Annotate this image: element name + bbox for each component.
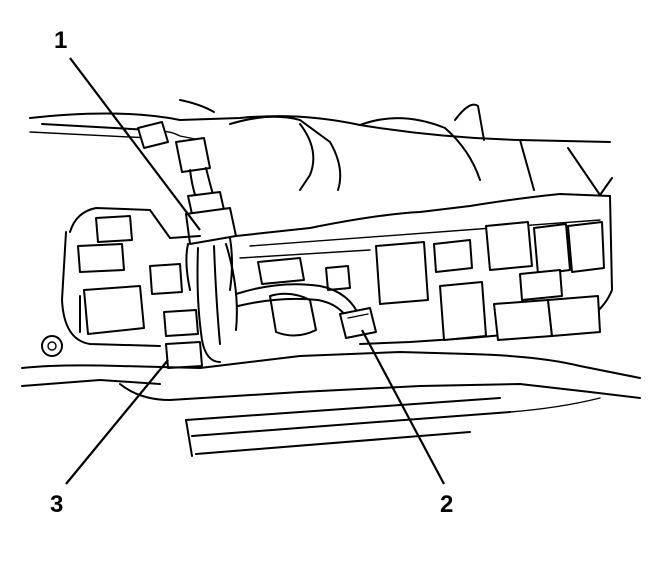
mounting-bolt: [41, 335, 63, 357]
central-connector: [235, 257, 361, 337]
right-relays: [375, 221, 605, 341]
callout-2-leader: [361, 329, 445, 485]
callout-leaders: [65, 57, 445, 485]
callout-1-leader: [69, 57, 201, 231]
wire-harness: [185, 167, 238, 363]
callout-3-label: 3: [50, 491, 63, 518]
upper-connector: [137, 121, 211, 173]
left-relays: [77, 215, 203, 369]
callout-3-leader: [65, 359, 169, 485]
lower-bracket: [21, 351, 641, 457]
engine-bay-background: [29, 99, 613, 196]
callout-2-label: 2: [440, 491, 453, 518]
connector-2: [339, 307, 377, 339]
callout-1-label: 1: [54, 27, 67, 54]
